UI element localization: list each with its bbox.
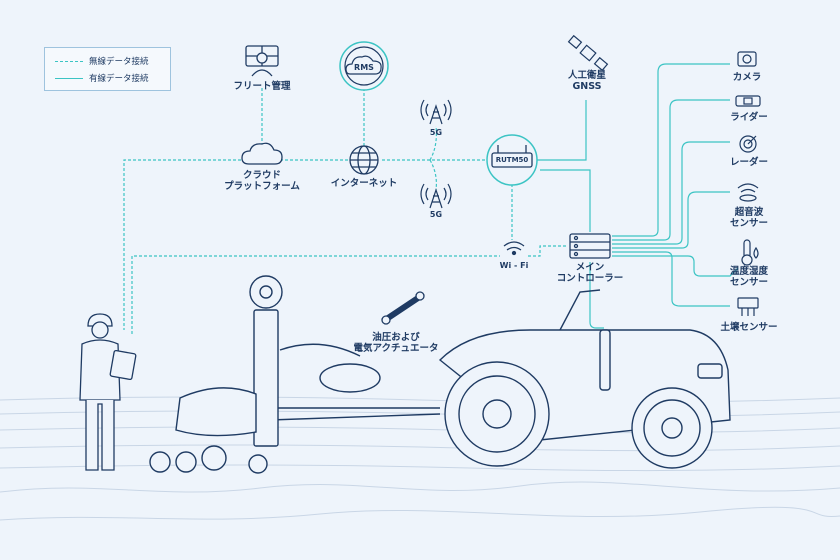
radar-label: レーダー (729, 157, 768, 168)
radar-icon (739, 135, 757, 153)
cloud-label: クラウドプラットフォーム (216, 170, 308, 192)
rms-label: RMS (354, 63, 374, 72)
temp-label: 温度湿度センサー (716, 266, 782, 288)
ultrasonic-label-line2: センサー (729, 218, 768, 229)
implement-figure (149, 275, 441, 474)
legend-wireless-label: 無線データ接続 (89, 57, 149, 67)
globe-icon (349, 145, 379, 175)
soil-sensor-icon (737, 297, 759, 316)
legend-wired-label: 有線データ接続 (89, 74, 149, 84)
controller-label: メインコントローラー (550, 262, 630, 284)
ultrasonic-label: 超音波センサー (718, 207, 780, 229)
ultrasonic-icon (737, 183, 759, 202)
wired-links (536, 63, 739, 329)
router-label: RUTM50 (495, 156, 529, 164)
actuator-label-line1: 油圧および (372, 332, 420, 343)
legend-dashed-line (55, 61, 83, 62)
worker-figure (79, 313, 137, 471)
temp-label-line2: センサー (729, 277, 768, 288)
satellite-label-line1: 人工衛星 (567, 70, 606, 81)
fiveg-bottom-label: 5G (429, 210, 443, 219)
satellite-icon (567, 34, 609, 72)
actuator-label: 油圧および電気アクチュエータ (348, 332, 444, 354)
wireless-links (123, 88, 568, 334)
wifi-label: Wi - Fi (499, 261, 529, 270)
cloud-label-line1: クラウド (242, 170, 281, 181)
camera-icon (737, 51, 757, 67)
temp-label-line1: 温度湿度 (729, 266, 768, 277)
cloud-icon (241, 142, 283, 165)
fiveg-top-label: 5G (429, 128, 443, 137)
internet-label: インターネット (330, 178, 398, 189)
camera-label: カメラ (732, 72, 762, 83)
wifi-icon (503, 241, 525, 256)
lidar-icon (735, 95, 761, 107)
thermometer-icon (741, 239, 759, 266)
cloud-label-line2: プラットフォーム (224, 181, 300, 192)
tractor-figure (438, 289, 731, 469)
lidar-label: ライダー (730, 112, 768, 123)
legend: 無線データ接続 有線データ接続 (44, 47, 171, 91)
soil-label: 土壌センサー (720, 322, 778, 333)
actuator-icon (381, 291, 425, 325)
controller-icon (569, 233, 611, 259)
actuator-label-line2: 電気アクチュエータ (353, 343, 439, 354)
tower-5g-bottom-icon (420, 183, 452, 209)
legend-solid-line (55, 78, 83, 79)
rms-icon (339, 41, 389, 91)
router-icon (486, 134, 538, 186)
fleet-label: フリート管理 (233, 81, 291, 92)
controller-label-line2: コントローラー (556, 273, 624, 284)
fleet-icon (245, 45, 279, 77)
legend-wired: 有線データ接続 (55, 72, 149, 84)
legend-wireless: 無線データ接続 (55, 55, 149, 67)
controller-label-line1: メイン (575, 262, 605, 273)
satellite-label-line2: GNSS (572, 81, 602, 92)
ultrasonic-label-line1: 超音波 (734, 207, 764, 218)
tower-5g-top-icon (420, 99, 452, 125)
